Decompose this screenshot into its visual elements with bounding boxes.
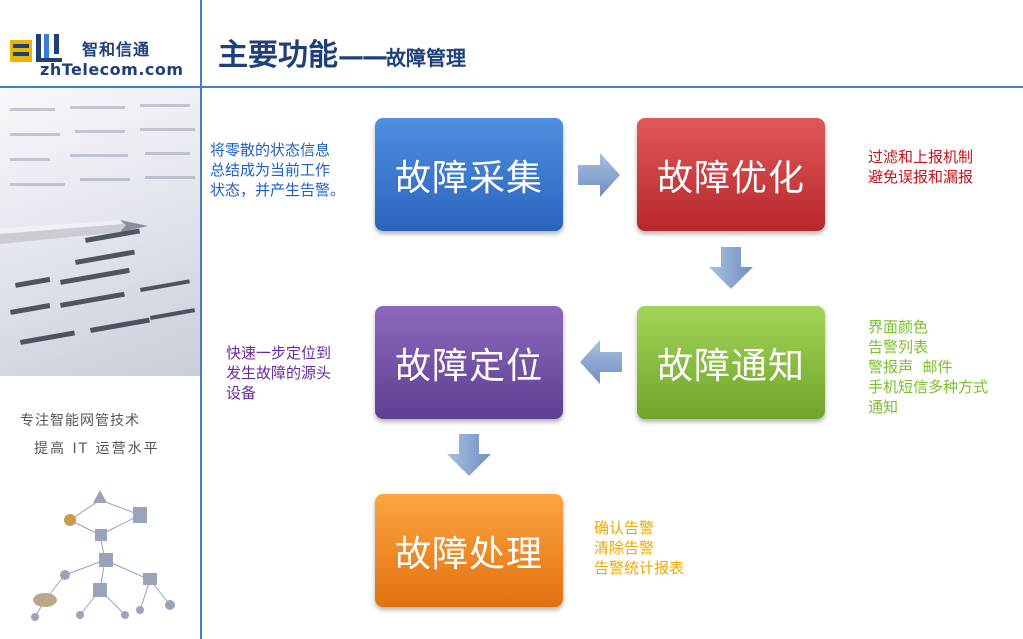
title-main: 主要功能	[218, 38, 338, 73]
header-divider	[0, 86, 1023, 88]
network-topology-icon	[31, 490, 175, 621]
arrow-right-icon	[578, 153, 620, 197]
page-title: 主要功能——故障管理	[218, 30, 466, 74]
note-line: 清除告警	[594, 539, 655, 557]
sidebar: 智和信通 zhTelecom.com	[0, 0, 200, 639]
note-line: 界面颜色	[868, 318, 929, 336]
brand-logo: 智和信通 zhTelecom.com	[10, 30, 195, 80]
note-line: 设备	[226, 384, 257, 402]
note-line: 通知	[868, 398, 899, 416]
note-handle: 确认告警 清除告警 告警统计报表	[594, 518, 684, 578]
note-line: 总结成为当前工作	[210, 161, 331, 179]
note-line: 告警列表	[868, 338, 929, 356]
note-locate: 快速一步定位到 发生故障的源头 设备	[226, 343, 331, 403]
slogan-line-1: 专注智能网管技术	[20, 413, 140, 429]
note-line: 发生故障的源头	[226, 364, 332, 382]
arrow-left-icon	[580, 340, 622, 384]
note-line: 将零散的状态信息	[210, 141, 331, 159]
note-collect: 将零散的状态信息 总结成为当前工作 状态，并产生告警。	[210, 140, 345, 200]
step-optimize-box: 故障优化	[637, 118, 825, 231]
note-line: 状态，并产生告警。	[210, 181, 346, 199]
step-handle-box: 故障处理	[375, 494, 563, 607]
note-notify: 界面颜色 告警列表 警报声 邮件 手机短信多种方式 通知	[868, 317, 988, 417]
title-separator: ——	[338, 42, 388, 72]
zh-logo-icon	[10, 34, 62, 62]
title-sub: 故障管理	[386, 46, 466, 70]
pen-on-spreadsheet-photo	[0, 88, 200, 376]
note-optimize: 过滤和上报机制 避免误报和漏报	[868, 147, 973, 187]
note-line: 警报声 邮件	[868, 358, 953, 376]
step-notify-box: 故障通知	[637, 306, 825, 419]
brand-name-en: zhTelecom.com	[40, 60, 184, 79]
note-line: 告警统计报表	[594, 559, 685, 577]
step-collect-box: 故障采集	[375, 118, 563, 231]
note-line: 快速一步定位到	[226, 344, 332, 362]
step-locate-box: 故障定位	[375, 306, 563, 419]
note-line: 手机短信多种方式	[868, 378, 989, 396]
arrow-down-icon	[447, 434, 491, 476]
brand-name-cn: 智和信通	[82, 40, 151, 59]
note-line: 避免误报和漏报	[868, 168, 974, 186]
note-line: 确认告警	[594, 519, 655, 537]
arrow-down-icon	[709, 247, 753, 289]
note-line: 过滤和上报机制	[868, 148, 974, 166]
vertical-divider	[200, 0, 202, 639]
slogan-line-2: 提高 IT 运营水平	[34, 441, 160, 457]
